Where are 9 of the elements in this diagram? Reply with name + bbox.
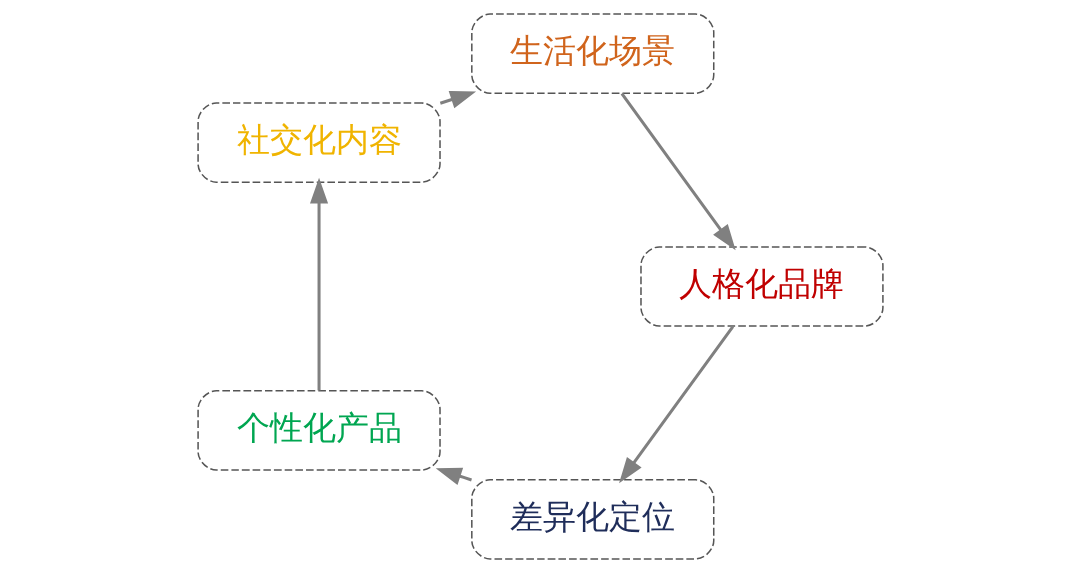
arrow [620, 92, 736, 251]
arrow [309, 177, 328, 391]
node-box: 人格化品牌 [639, 246, 884, 327]
node-box: 社交化内容 [196, 102, 441, 183]
node-box: 个性化产品 [196, 390, 441, 471]
node-box: 差异化定位 [470, 479, 714, 560]
arrow [435, 467, 472, 485]
arrow [618, 325, 734, 484]
node-box: 生活化场景 [470, 13, 714, 94]
